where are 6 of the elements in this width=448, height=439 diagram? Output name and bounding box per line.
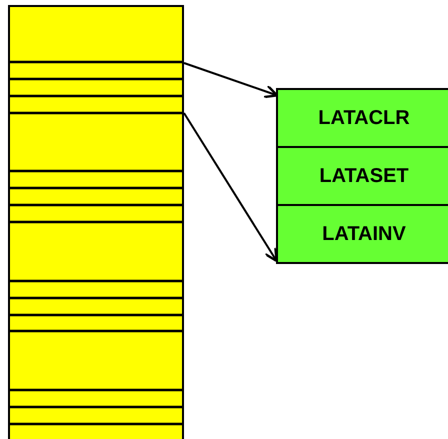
arrow xyxy=(184,62,278,98)
arrow xyxy=(183,112,278,262)
register-column xyxy=(8,5,184,439)
register-box: LATASET xyxy=(276,146,448,206)
register-box: LATACLR xyxy=(276,88,448,148)
register-box: LATAINV xyxy=(276,204,448,264)
